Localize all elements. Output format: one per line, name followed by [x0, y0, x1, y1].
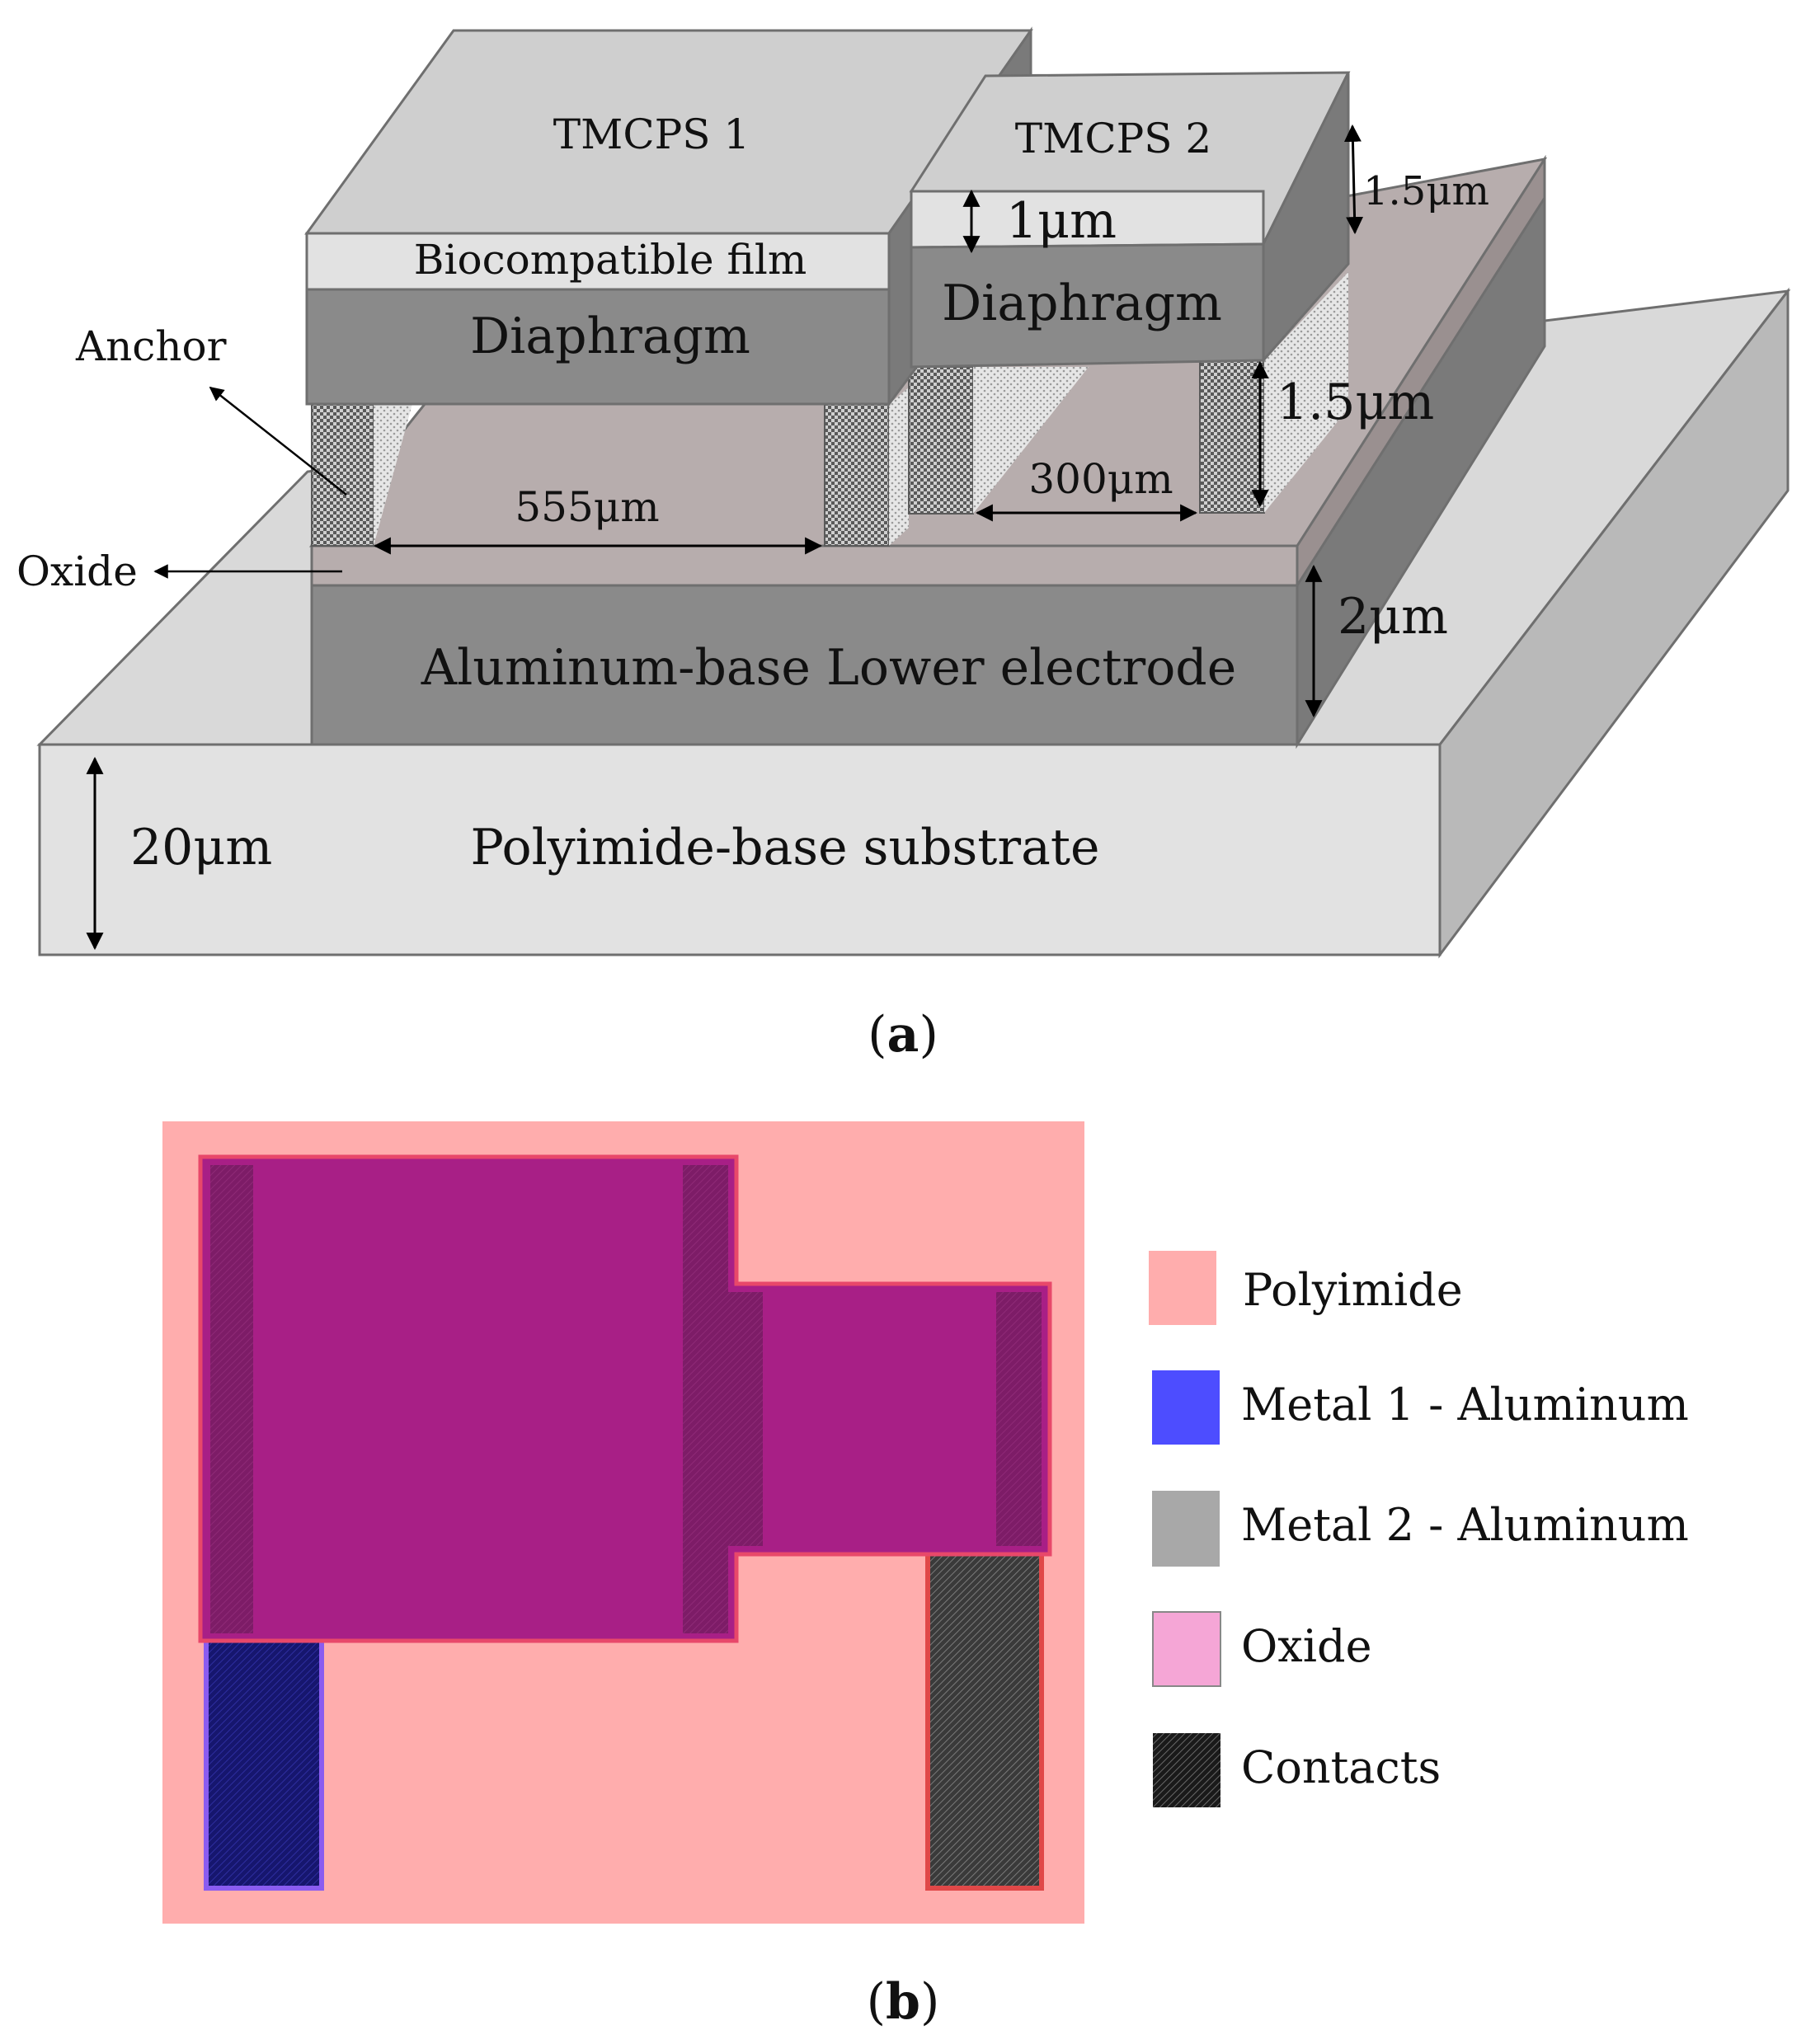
tmcps2-thickness-arrow — [1343, 124, 1364, 235]
legend-label-contacts: Contacts — [1241, 1741, 1441, 1793]
electrode-thickness-label: 2μm — [1338, 588, 1448, 646]
legend-swatch-metal1 — [1152, 1370, 1220, 1445]
legend-label-polyimide: Polyimide — [1243, 1264, 1463, 1316]
tmcps2-thickness-label: 1.5μm — [1363, 168, 1489, 214]
legend-label-metal1: Metal 1 - Aluminum — [1241, 1379, 1689, 1431]
diaphragm-1-label: Diaphragm — [470, 308, 750, 365]
tmcps2-anchors — [908, 272, 1348, 515]
contact-strip-3 — [728, 1292, 763, 1546]
tmcps1-anchors — [311, 388, 909, 547]
contact-strip-2 — [683, 1165, 728, 1633]
legend-label-metal2: Metal 2 - Aluminum — [1241, 1499, 1689, 1551]
tmcps1-width-label: 555μm — [515, 483, 659, 531]
contact-strip-1 — [210, 1165, 253, 1633]
legend-swatch-oxide — [1152, 1611, 1221, 1687]
legend-swatch-metal2 — [1152, 1491, 1220, 1567]
substrate-thickness-label: 20μm — [130, 819, 272, 876]
tmcps2-block — [909, 71, 1351, 369]
metal2-pad — [925, 1548, 1044, 1891]
oxide-diaphragm-region — [198, 1154, 1052, 1643]
legend: Polyimide Metal 1 - Aluminum Metal 2 - A… — [1149, 1251, 1689, 1807]
legend-swatch-contacts — [1153, 1733, 1220, 1807]
gap-height-label: 1.5μm — [1277, 374, 1434, 431]
panel-a-3d-structure: TMCPS 1 TMCPS 2 Biocompatible film Diaph… — [16, 26, 1791, 1064]
anchor-label: Anchor — [75, 322, 227, 370]
tmcps2-width-label: 300μm — [1028, 455, 1173, 503]
diaphragm-2-label: Diaphragm — [942, 275, 1222, 332]
panel-b-caption: (b) — [867, 1973, 940, 2031]
legend-label-oxide: Oxide — [1241, 1620, 1372, 1672]
metal1-pad — [204, 1630, 324, 1891]
contact-strip-4 — [996, 1292, 1042, 1546]
panel-b-layout: Polyimide Metal 1 - Aluminum Metal 2 - A… — [162, 1121, 1689, 2031]
biocompatible-film-label: Biocompatible film — [414, 236, 807, 284]
panel-a-caption: (a) — [868, 1006, 938, 1064]
film-thickness-label: 1μm — [1006, 192, 1117, 250]
substrate-label: Polyimide-base substrate — [471, 819, 1100, 876]
oxide-label: Oxide — [16, 547, 138, 595]
anchor-leader-line — [209, 386, 347, 496]
lower-electrode-label: Aluminum-base Lower electrode — [421, 639, 1236, 697]
legend-swatch-polyimide — [1149, 1251, 1216, 1325]
tmcps2-label: TMCPS 2 — [1015, 115, 1211, 162]
tmcps1-label: TMCPS 1 — [553, 110, 750, 158]
